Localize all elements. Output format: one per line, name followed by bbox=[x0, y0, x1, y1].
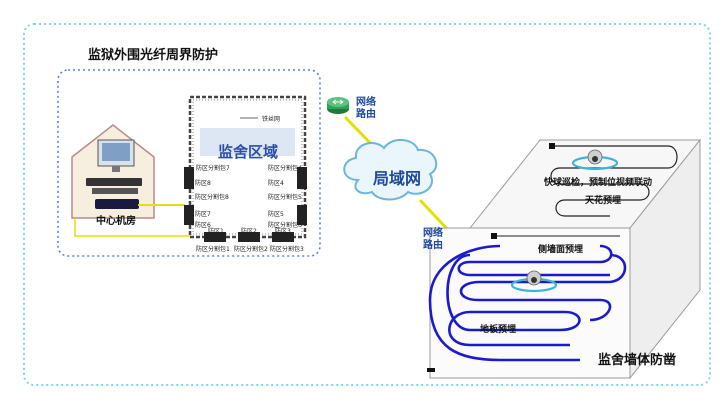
wall-fiber-end bbox=[491, 233, 497, 239]
perimeter-dotted-frame bbox=[57, 69, 321, 257]
floor-fiber-loops bbox=[428, 244, 627, 362]
side-wall-label: 侧墙面预埋 bbox=[538, 245, 584, 255]
zone-fence bbox=[188, 95, 307, 239]
router-bottom-line2: 路由 bbox=[423, 240, 443, 251]
zone-title: 监舍区域 bbox=[218, 143, 279, 161]
zone-7-label: 防区7 bbox=[195, 211, 211, 218]
router-top-label: 网络 路由 bbox=[356, 97, 376, 121]
box-4-label: 防区分割包4 bbox=[268, 165, 302, 172]
router-top-line2: 路由 bbox=[356, 109, 376, 120]
ceiling-label: 天花预埋 bbox=[585, 196, 622, 206]
floor-label: 地板预埋 bbox=[480, 325, 517, 335]
zone-4-label: 防区4 bbox=[268, 180, 284, 187]
floor-fiber-end bbox=[427, 368, 435, 372]
box-3-label: 防区分割包3 bbox=[270, 246, 304, 253]
zone-6-label: 防区6 bbox=[195, 222, 211, 229]
dome-camera-floor-icon bbox=[510, 270, 558, 293]
router-bottom-line1: 网络 bbox=[423, 228, 443, 239]
box-2-label: 防区分割包2 bbox=[234, 246, 268, 253]
perimeter-title: 监狱外围光纤周界防护 bbox=[88, 48, 219, 63]
ceiling-fiber-end bbox=[549, 143, 555, 149]
zone-2-label: 防区2 bbox=[241, 228, 257, 235]
fence-label: 铁丝网 bbox=[262, 116, 281, 123]
outer-dotted-frame bbox=[23, 23, 711, 386]
zone-split-boxes bbox=[184, 167, 307, 242]
zone-1-label: 防区1 bbox=[208, 228, 224, 235]
dome-camera-caption: 快球巡检，预制位视频联动 bbox=[544, 178, 653, 188]
box-8-label: 防区分割包8 bbox=[195, 194, 229, 201]
router-bottom-label: 网络 路由 bbox=[423, 228, 443, 252]
zone-8-label: 防区8 bbox=[195, 180, 211, 187]
control-room-house bbox=[71, 124, 155, 219]
wall-protection-title: 监舍墙体防凿 bbox=[598, 353, 677, 368]
ceiling-fiber bbox=[550, 145, 678, 217]
router-top-line1: 网络 bbox=[356, 97, 376, 108]
box-7-label: 防区分割包7 bbox=[196, 165, 230, 172]
control-room-label: 中心机房 bbox=[96, 216, 136, 227]
box-6-label: 防区分割包6 bbox=[268, 222, 302, 229]
box-5-label: 防区分割包5 bbox=[268, 194, 302, 201]
zone-3-label: 防区3 bbox=[275, 228, 291, 235]
yellow-cable-bottom bbox=[74, 218, 190, 237]
link-cloud-router-bottom bbox=[418, 198, 452, 234]
lan-cloud-icon bbox=[343, 139, 438, 201]
dome-camera-top-icon bbox=[571, 149, 619, 171]
box-1-label: 防区分割包1 bbox=[196, 246, 230, 253]
lan-label: 局域网 bbox=[373, 169, 422, 188]
zone-5-label: 防区5 bbox=[268, 211, 284, 218]
router-top-icon bbox=[327, 97, 349, 114]
